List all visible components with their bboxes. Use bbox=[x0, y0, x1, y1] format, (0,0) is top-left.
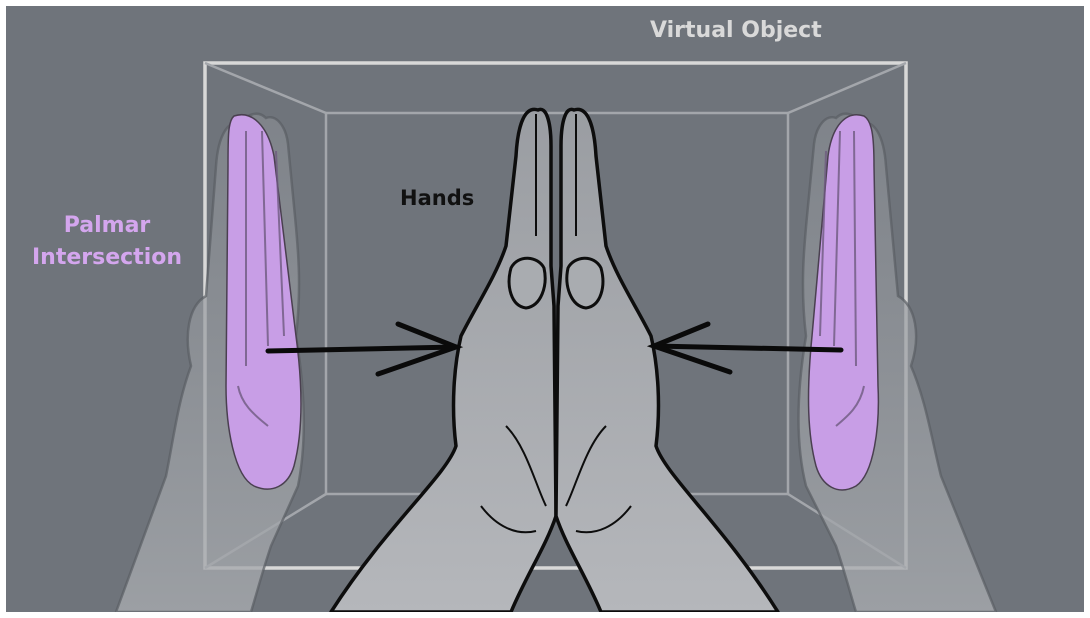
hands-virtual-object-diagram bbox=[6, 6, 1084, 612]
palmar-intersection-label: Palmar Intersection bbox=[12, 210, 202, 274]
right-ghost-hand bbox=[799, 114, 997, 612]
right-hand bbox=[556, 109, 778, 612]
palmar-intersection-text: Palmar Intersection bbox=[32, 213, 182, 270]
virtual-object-label: Virtual Object bbox=[650, 18, 822, 43]
illustration-canvas: Virtual Object Hands Palmar Intersection bbox=[6, 6, 1084, 612]
hands-label: Hands bbox=[400, 186, 474, 210]
left-hand bbox=[331, 109, 556, 612]
center-hands bbox=[331, 109, 778, 612]
left-ghost-hand bbox=[116, 114, 304, 612]
